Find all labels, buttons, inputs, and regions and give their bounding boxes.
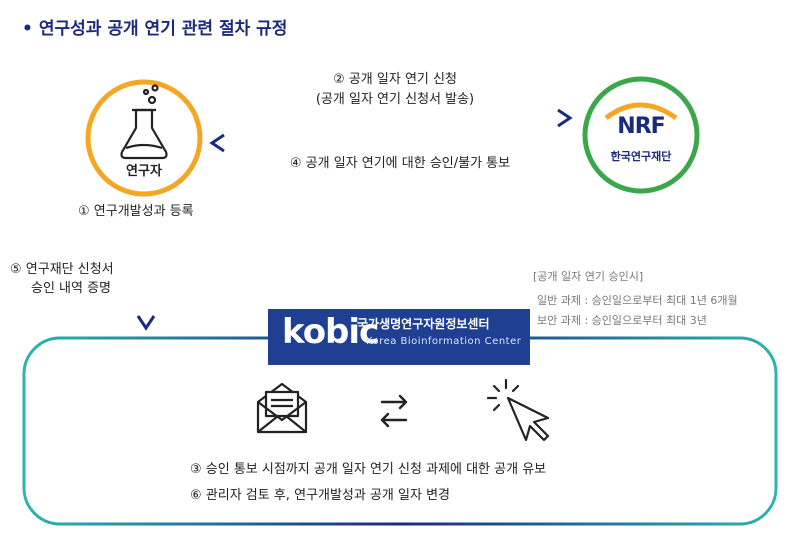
kobic-name-en: Korea Bioinformation Center bbox=[366, 336, 522, 347]
approval-note-header: [공개 일자 연기 승인시] bbox=[533, 270, 644, 283]
approval-note-security: 보안 과제 : 승인일으로부터 최대 3년 bbox=[537, 314, 707, 327]
kobic-banner bbox=[268, 309, 530, 365]
page-title: •연구성과 공개 연기 관련 절차 규정 bbox=[22, 14, 287, 39]
exchange-arrows-icon bbox=[380, 394, 408, 428]
kobic-logo: kobic bbox=[282, 312, 379, 352]
arrow-apply-head bbox=[557, 108, 573, 128]
title-bullet: • bbox=[22, 19, 33, 39]
approval-note-general: 일반 과제 : 승인일으로부터 최대 1년 6개월 bbox=[537, 294, 738, 307]
nrf-circle bbox=[582, 76, 700, 194]
step-1: ① 연구개발성과 등록 bbox=[78, 204, 194, 219]
arrow-certify-head bbox=[136, 315, 156, 331]
nrf-logo-text: NRF bbox=[617, 114, 665, 139]
researcher-circle bbox=[85, 79, 203, 197]
step-5-line2: 승인 내역 증명 bbox=[30, 281, 112, 296]
researcher-label: 연구자 bbox=[126, 164, 162, 179]
flask-icon bbox=[120, 84, 168, 160]
arrow-notify-head bbox=[209, 133, 225, 153]
step-2-line1: ② 공개 일자 연기 신청 bbox=[333, 72, 457, 87]
nrf-label: 한국연구재단 bbox=[610, 150, 672, 163]
cursor-click-icon bbox=[486, 378, 550, 442]
step-5-line1: ⑤ 연구재단 신청서 bbox=[10, 262, 114, 277]
step-4: ④ 공개 일자 연기에 대한 승인/불가 통보 bbox=[289, 156, 511, 171]
step-2-line2: (공개 일자 연기 신청서 발송) bbox=[315, 92, 475, 107]
title-text: 연구성과 공개 연기 관련 절차 규정 bbox=[38, 19, 288, 39]
step-3: ③ 승인 통보 시점까지 공개 일자 연기 신청 과제에 대한 공개 유보 bbox=[190, 462, 547, 477]
step-6: ⑥ 관리자 검토 후, 연구개발성과 공개 일자 변경 bbox=[190, 488, 450, 503]
envelope-icon bbox=[256, 382, 308, 434]
nrf-swoosh bbox=[604, 102, 678, 121]
kobic-name-ko: 국가생명연구자원정보센터 bbox=[357, 317, 490, 331]
